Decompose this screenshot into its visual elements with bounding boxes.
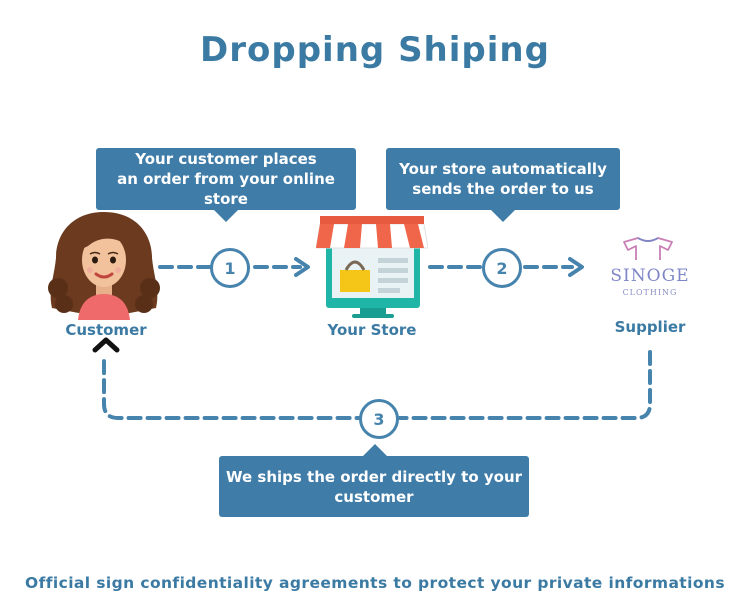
customer-label: Customer bbox=[65, 321, 147, 339]
callout-pointer bbox=[490, 209, 516, 222]
store-label: Your Store bbox=[327, 321, 417, 339]
callout-pointer bbox=[362, 444, 388, 457]
step1-callout: Your customer places an order from your … bbox=[96, 148, 356, 222]
step-3-badge: 3 bbox=[359, 399, 399, 439]
step-1-badge: 1 bbox=[210, 248, 250, 288]
store-icon bbox=[316, 216, 428, 318]
supplier-logo-sub: CLOTHING bbox=[622, 288, 678, 297]
callout-pointer bbox=[213, 209, 239, 222]
step2-text: Your store automatically sends the order… bbox=[399, 160, 607, 198]
supplier-logo-name: SINOGE bbox=[610, 266, 690, 286]
supplier-label: Supplier bbox=[614, 318, 686, 336]
customer-avatar bbox=[48, 212, 160, 320]
tshirt-logo-icon bbox=[623, 237, 673, 260]
step1-text: Your customer places an order from your … bbox=[117, 150, 335, 208]
page-title: Dropping Shiping bbox=[200, 30, 550, 70]
footer-note: Official sign confidentiality agreements… bbox=[25, 574, 725, 592]
step2-callout: Your store automatically sends the order… bbox=[386, 148, 620, 222]
step3-callout: We ships the order directly to your cust… bbox=[219, 444, 529, 517]
step3-text: We ships the order directly to your cust… bbox=[225, 467, 523, 506]
step-2-badge: 2 bbox=[482, 248, 522, 288]
